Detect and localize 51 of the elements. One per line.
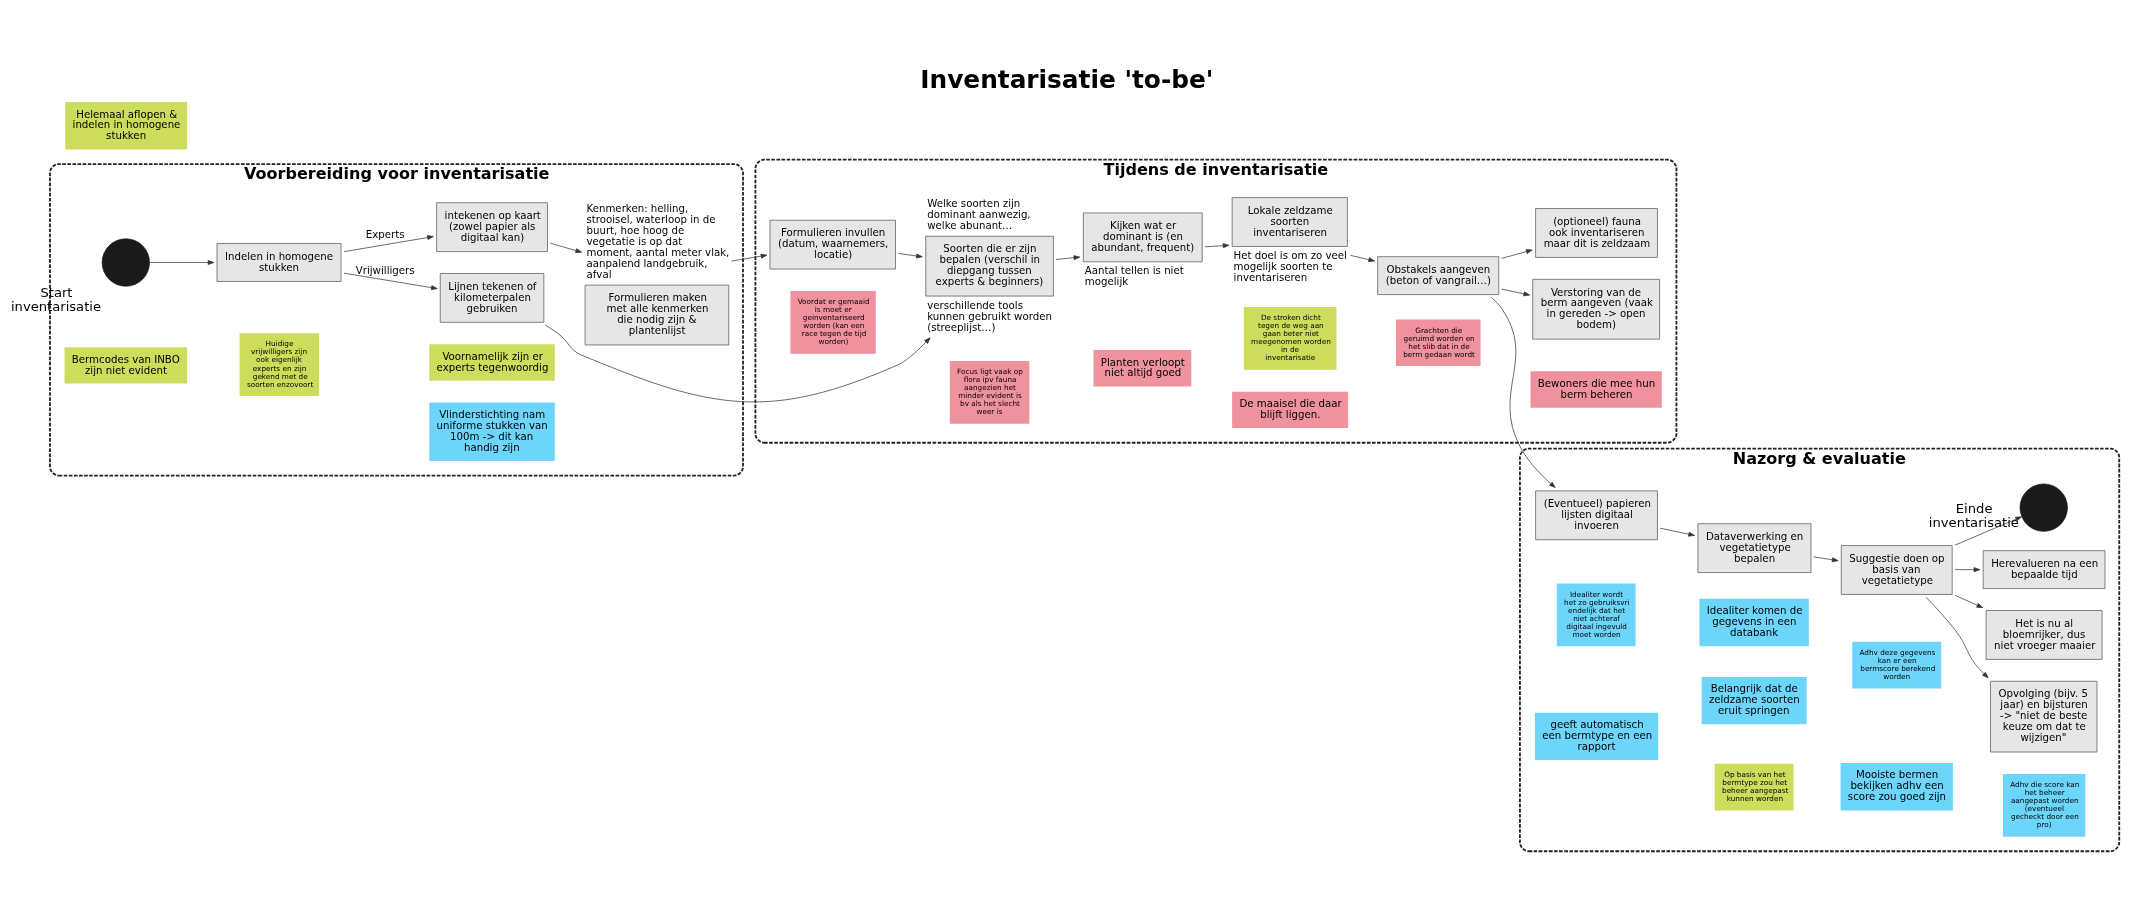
node-box: Grachten die geruimd worden en het slib dat in de berm gedaan wordt (1395, 319, 1481, 367)
arrow (898, 253, 923, 259)
node-label: Het doel is om zo veel mogelijk soorten te inventariseren (1233, 250, 1347, 283)
node-box: Adhv die score kan het beheer aangepast worden (eventueel gecheckt door een pro) (2002, 773, 2086, 837)
node-box: Mooiste bermen bekijken adhv een score zou goed zijn (1840, 762, 1953, 811)
arrow (149, 260, 215, 265)
node-box: geeft automatisch een bermtype en een rapport (1534, 712, 1659, 761)
arrow (1501, 249, 1533, 259)
node-circle (101, 238, 150, 287)
node-circle (2019, 483, 2068, 532)
node-label: Aantal tellen is niet mogelijk (1084, 265, 1184, 288)
node-box: Adhv deze gegevens kan er een bermscore berekend worden (1852, 641, 1942, 689)
node-box: Idealiter komen de gegevens in een databank (1699, 598, 1809, 647)
node-box: Bewoners die mee hun berm beheren (1530, 371, 1662, 408)
node-box: Voordat er gemaaid is moet er geinventariseerd worden (kan een race tegen de tijd worden) (790, 290, 876, 354)
arrow (1350, 255, 1375, 262)
node-box: Bermcodes van INBO zijn niet evident (64, 347, 188, 384)
node-label: Welke soorten zijn dominant aanwezig, welke abunant… (927, 198, 1031, 232)
node-label: Kenmerken: helling, strooisel, waterloop in de buurt, hoe hoog de vegetatie is op dat moment, aantal meter vlak, aanpalend landgebruik, afval (586, 203, 730, 280)
arrow (1813, 556, 1839, 563)
node-box: Planten verloopt niet altijd goed (1093, 350, 1192, 387)
arrow (550, 242, 582, 253)
node-box: Vlinderstichting nam uniforme stukken van 100m -> dit kan handig zijn (429, 402, 555, 461)
arrow (1954, 595, 1984, 609)
node-box: De stroken dicht tegen de weg aan gaan beter niet meegenomen worden in de inventarisatie (1243, 307, 1337, 370)
arrow (1491, 297, 1556, 488)
node-label: verschillende tools kunnen gebruikt worden (streeplijst…) (927, 299, 1052, 333)
arrow (1501, 288, 1530, 297)
node-box: Focus ligt vaak op flora ipv fauna aangezien het minder evident is bv als het slecht weer is (949, 361, 1030, 424)
node-box: Huidige vrijwilligers zijn ook eigenlijk experts en zijn gekend met de soorten enzovoort (239, 333, 320, 397)
arrow (1659, 527, 1695, 537)
node-box: Voornamelijk zijn er experts tegenwoordig (429, 344, 555, 381)
arrow (1204, 243, 1230, 249)
arrow (1055, 255, 1081, 261)
edge-label: Experts (365, 228, 405, 240)
arrow (544, 324, 931, 403)
node-box: Helemaal aflopen & indelen in homogene stukken (65, 102, 188, 150)
node-label: Einde inventarisatie (1928, 500, 2019, 531)
node-box: Belangrijk dat de zeldzame soorten eruit springen (1701, 676, 1807, 725)
arrow (343, 235, 434, 252)
edge-label: Vrijwilligers (355, 264, 415, 276)
diagram-title: Inventarisatie 'to-be' (920, 64, 1214, 94)
node-box: Op basis van het bermtype zou het beheer aangepast kunnen worden (1714, 763, 1794, 811)
arrow (1925, 596, 1989, 679)
node-box: De maaisel die daar blijft liggen. (1232, 391, 1349, 429)
node-box: Idealiter wordt het zo gebruiksvriendelijk dat het niet achteraf digitaal ingevuld moet worden (1556, 583, 1636, 647)
arrow (1954, 567, 1981, 573)
arrow (731, 253, 768, 262)
node-label: Start inventarisatie (10, 284, 102, 315)
arrow (343, 272, 438, 290)
arrow (1954, 516, 2022, 546)
